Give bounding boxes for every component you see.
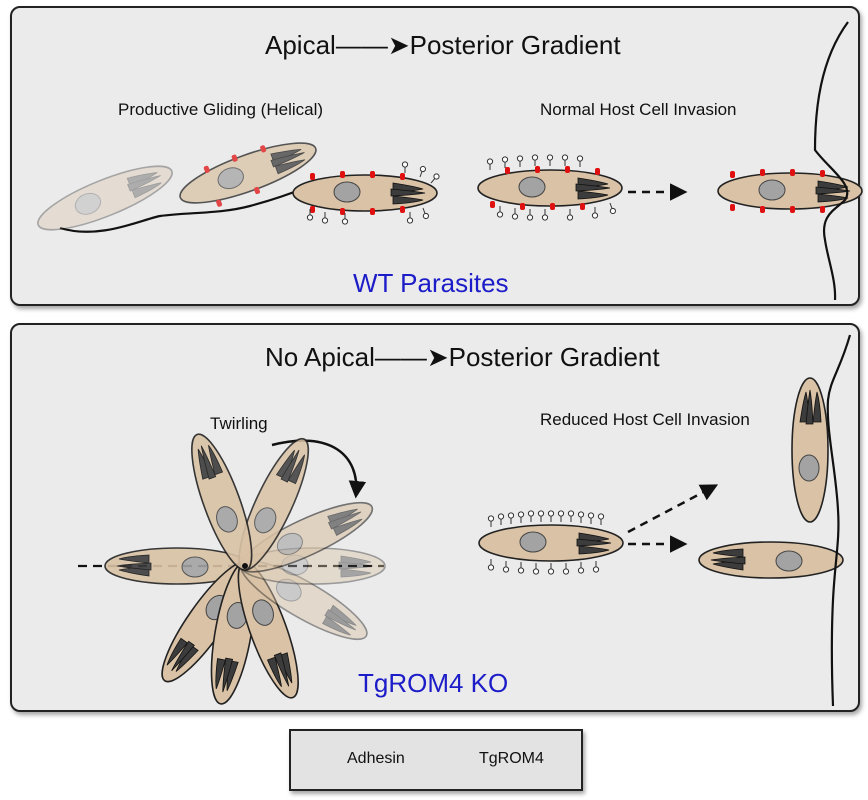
host-cell-membrane-bottom bbox=[826, 334, 852, 707]
gliding-trail bbox=[59, 184, 311, 233]
twirling-parasites bbox=[104, 427, 386, 708]
parasite-gliding-1 bbox=[30, 153, 180, 243]
twirling-arrow bbox=[271, 439, 367, 499]
wt-parasites-panel bbox=[10, 6, 860, 306]
parasite-ko-start bbox=[478, 510, 624, 575]
parasite-invasion-start bbox=[477, 154, 623, 221]
parasite-invading-wt bbox=[717, 169, 863, 213]
twirling-label: Twirling bbox=[210, 414, 268, 433]
legend-box: Adhesin TgROM4 bbox=[289, 729, 583, 791]
legend-adhesin-label: Adhesin bbox=[347, 750, 405, 767]
wt-strain-label: WT Parasites bbox=[353, 268, 509, 298]
parasite-ko-horizontal bbox=[698, 541, 844, 579]
wt-invasion-label: Normal Host Cell Invasion bbox=[540, 100, 737, 119]
ko-invasion-label: Reduced Host Cell Invasion bbox=[540, 410, 750, 429]
parasite-gliding-2 bbox=[173, 130, 323, 216]
parasite-gliding-3 bbox=[292, 161, 441, 225]
parasite-ko-vertical bbox=[791, 377, 829, 523]
host-cell-membrane-top bbox=[813, 21, 849, 301]
ko-strain-label: TgROM4 KO bbox=[358, 668, 509, 698]
wt-gradient-title: Apical——➤Posterior Gradient bbox=[265, 30, 621, 60]
gliding-label: Productive Gliding (Helical) bbox=[118, 100, 324, 119]
ko-arrow-up bbox=[627, 484, 719, 534]
legend-tgrom4-label: TgROM4 bbox=[479, 750, 544, 767]
tgrom4-ko-panel bbox=[10, 323, 860, 712]
ko-gradient-title: No Apical——➤Posterior Gradient bbox=[265, 342, 660, 372]
